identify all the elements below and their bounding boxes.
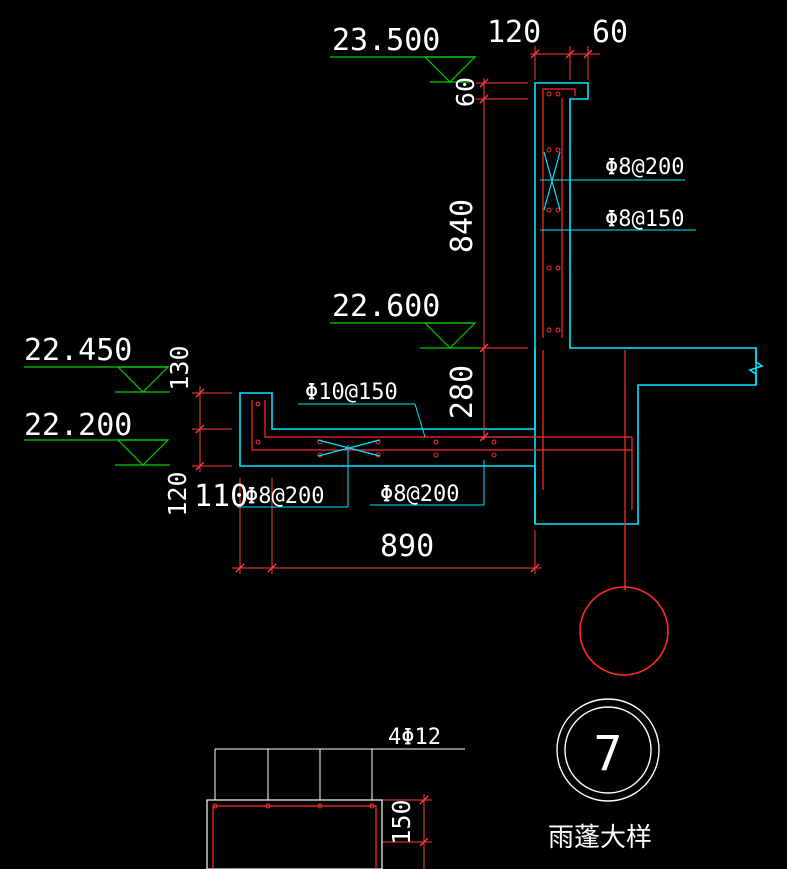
triangle-marker-icon [330, 322, 480, 349]
detail-number: 7 [594, 726, 623, 782]
lower-section [206, 748, 465, 869]
cross-marks [317, 151, 561, 457]
rebar-label-slab-bottom: Φ8@200 [380, 482, 459, 507]
dim-label-150: 150 [387, 799, 416, 844]
rebar-label-beam-top: 4Φ12 [388, 725, 441, 750]
dim-label-v-280: 280 [445, 365, 480, 419]
dim-label-v-120: 120 [163, 471, 192, 516]
triangle-marker-icon [330, 56, 477, 83]
dim-label-top-60: 60 [592, 15, 628, 50]
rebar-label-slab-dist: Φ8@200 [245, 484, 324, 509]
concrete-outline [239, 82, 764, 525]
rebar-label-wall-horizontal: Φ8@150 [605, 207, 684, 232]
elevation-markers [24, 56, 480, 466]
triangle-marker-icon [24, 366, 170, 393]
slab-break-line [748, 348, 764, 385]
elevation-label-23500: 23.500 [332, 23, 440, 58]
elevation-label-22600: 22.600 [332, 289, 440, 324]
dimension-ticks [195, 49, 593, 847]
dim-label-h-890: 890 [380, 529, 434, 564]
rebar-label-slab-top: Φ10@150 [305, 380, 398, 405]
slab-rebar-bottom [251, 400, 632, 451]
drawing-title: 雨蓬大样 [548, 823, 652, 853]
circle-bubble-icon [556, 698, 660, 802]
elevation-label-22450: 22.450 [24, 333, 132, 368]
rebar-dots [255, 91, 561, 458]
triangle-marker-icon [24, 439, 170, 466]
elevation-label-22200: 22.200 [24, 408, 132, 443]
dim-label-v-130: 130 [165, 345, 194, 390]
dim-label-top-120: 120 [487, 15, 541, 50]
rebar-label-wall-vertical: Φ8@200 [605, 155, 684, 180]
circle-icon [579, 586, 669, 676]
dim-label-h-110: 110 [194, 479, 248, 514]
dim-label-v-840: 840 [445, 199, 480, 253]
dim-label-v-60: 60 [451, 77, 480, 107]
rebar-leaders [237, 179, 696, 508]
wall-slab-outline [239, 82, 757, 525]
wall-rebar-outer [542, 88, 576, 338]
